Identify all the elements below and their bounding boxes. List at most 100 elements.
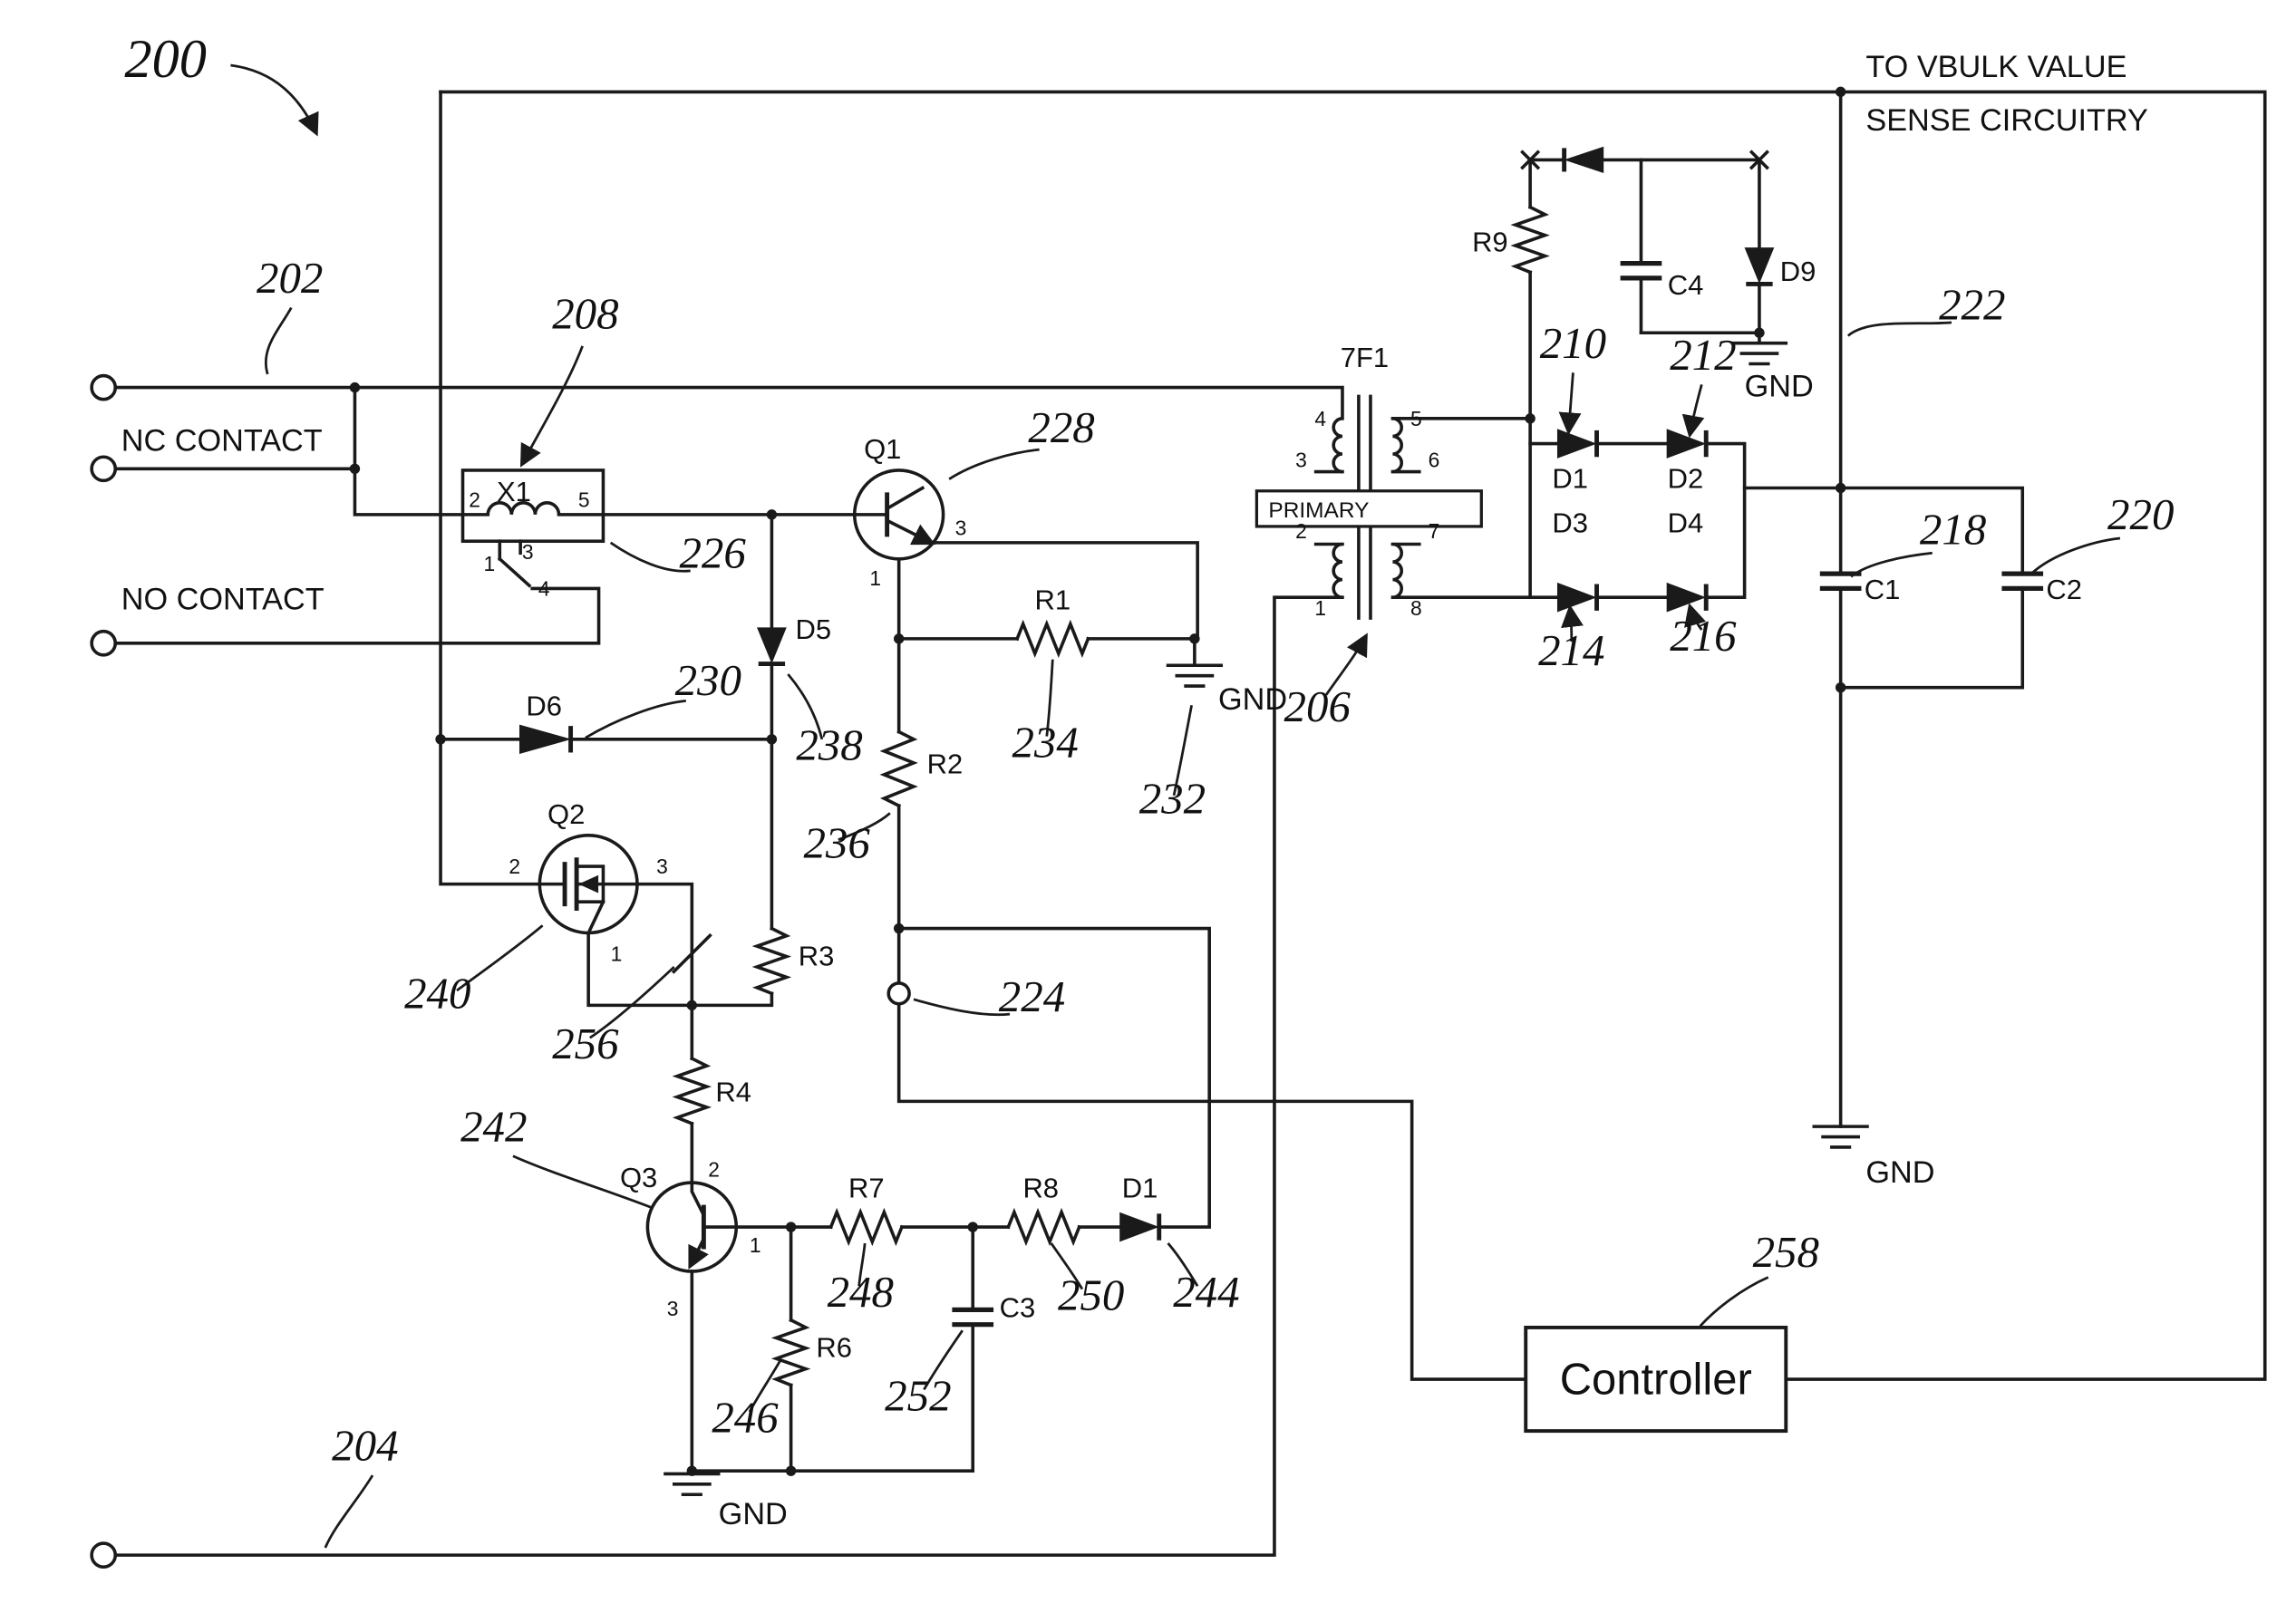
label-c4: C4 <box>1668 269 1704 301</box>
ref-238: 238 <box>796 720 862 770</box>
gnd-label-bottom: GND <box>719 1497 788 1531</box>
ref-208: 208 <box>552 288 618 338</box>
label-bridge-d4: D4 <box>1668 507 1704 538</box>
capacitor-c4 <box>1620 260 1662 281</box>
pin-q2-3: 3 <box>656 855 668 878</box>
junction-dots <box>349 86 1846 1476</box>
controller-box: Controller <box>1524 1325 1788 1434</box>
label-d1: D1 <box>1122 1172 1158 1203</box>
pin-xfmr-3: 3 <box>1295 449 1307 472</box>
label-d9: D9 <box>1780 256 1816 287</box>
gnd-symbol <box>1812 1125 1869 1149</box>
ref-214: 214 <box>1538 625 1604 675</box>
pin-numbers: 2 5 1 3 4 4 3 2 1 5 6 7 8 3 1 2 3 1 2 1 … <box>469 407 1439 1320</box>
terminals <box>90 373 118 1569</box>
pin-q2-2: 2 <box>509 855 520 878</box>
transistor-q2 <box>538 834 639 935</box>
diode-d5 <box>757 627 787 667</box>
label-bridge-d2: D2 <box>1668 463 1704 495</box>
component-256-slash <box>671 932 712 974</box>
primary-label-box: PRIMARY <box>1255 489 1483 528</box>
pin-xfmr-8: 8 <box>1410 596 1422 620</box>
resistor-r8 <box>1006 1207 1081 1247</box>
ref-220: 220 <box>2107 489 2174 539</box>
pin-xfmr-4: 4 <box>1314 407 1326 430</box>
controller-label: Controller <box>1560 1355 1752 1404</box>
label-bridge-d3: D3 <box>1552 507 1588 538</box>
diode-d6 <box>518 724 574 754</box>
ref-202: 202 <box>257 253 323 303</box>
resistor-r1 <box>1014 619 1090 659</box>
ref-240: 240 <box>404 969 470 1019</box>
pin-xfmr-1: 1 <box>1314 596 1326 620</box>
terminal-no-contact <box>90 629 118 657</box>
ref-234: 234 <box>1012 717 1078 767</box>
pin-x1-1: 1 <box>484 552 496 575</box>
pin-x1-2: 2 <box>469 488 480 512</box>
ref-218: 218 <box>1920 504 1986 554</box>
ref-206: 206 <box>1284 681 1351 731</box>
label-d5: D5 <box>795 613 831 645</box>
nc-contact-label: NC CONTACT <box>121 424 323 459</box>
gnd-label-rail: GND <box>1865 1155 1934 1190</box>
resistor-r7 <box>828 1207 905 1247</box>
label-r7: R7 <box>848 1172 885 1203</box>
relay-x1 <box>460 468 605 588</box>
label-q2: Q2 <box>547 798 585 830</box>
pin-q3-3: 3 <box>667 1297 679 1320</box>
no-contact-label: NO CONTACT <box>121 582 325 616</box>
ref-230: 230 <box>675 655 741 705</box>
pin-xfmr-6: 6 <box>1429 449 1440 472</box>
capacitor-c1 <box>1819 571 1862 592</box>
label-r4: R4 <box>715 1076 751 1107</box>
resistor-r4 <box>672 1056 712 1126</box>
ref-246: 246 <box>712 1393 779 1443</box>
reference-numerals: 200 202 204 206 208 210 212 214 216 218 … <box>124 29 2174 1471</box>
ref-226: 226 <box>679 528 746 578</box>
node-224 <box>886 981 911 1006</box>
pin-xfmr-5: 5 <box>1410 407 1422 430</box>
ref-252: 252 <box>885 1370 951 1420</box>
label-r9: R9 <box>1472 227 1508 258</box>
terminal-nc-contact <box>90 455 118 483</box>
resistor-r3 <box>751 926 792 996</box>
label-q3: Q3 <box>620 1162 657 1193</box>
label-d6: D6 <box>526 691 562 722</box>
ref-204: 204 <box>332 1421 398 1471</box>
gnd-label-d9: GND <box>1745 369 1814 403</box>
transistor-q3 <box>645 1181 739 1273</box>
transformer-7f1 <box>1313 394 1421 620</box>
capacitor-c2 <box>2001 571 2044 592</box>
ref-200: 200 <box>124 29 206 90</box>
resistor-r2 <box>879 729 918 808</box>
pin-q1-1: 1 <box>869 566 881 590</box>
x-tick-left <box>1520 150 1541 170</box>
component-labels: X1 Q1 Q2 Q3 R1 R2 R3 R4 R6 R7 R8 R9 C1 C… <box>497 227 2082 1364</box>
ref-256: 256 <box>552 1019 619 1068</box>
ref-232: 232 <box>1139 773 1206 823</box>
ref-242: 242 <box>460 1101 527 1151</box>
label-bridge-d1: D1 <box>1552 463 1588 495</box>
bridge-rectifier <box>1528 429 1747 613</box>
label-r1: R1 <box>1035 584 1071 615</box>
ref-244: 244 <box>1173 1267 1239 1317</box>
pin-q2-1: 1 <box>611 942 623 965</box>
gnd-label-r1: GND <box>1218 682 1287 717</box>
pin-x1-4: 4 <box>538 577 550 601</box>
ref-212: 212 <box>1670 330 1736 380</box>
label-r6: R6 <box>816 1332 852 1364</box>
label-x1: X1 <box>497 476 531 507</box>
ref-258: 258 <box>1753 1227 1819 1277</box>
pin-q3-2: 2 <box>708 1158 720 1182</box>
pin-x1-5: 5 <box>578 488 590 512</box>
diode-d1 <box>1119 1212 1162 1242</box>
ref-228: 228 <box>1028 402 1094 452</box>
terminal-input-bottom <box>90 1541 118 1569</box>
ref-224: 224 <box>999 971 1065 1021</box>
label-transformer: 7F1 <box>1341 342 1389 373</box>
x-tick-right <box>1749 150 1769 170</box>
transistor-q1 <box>852 468 945 561</box>
resistor-r9 <box>1510 205 1550 275</box>
